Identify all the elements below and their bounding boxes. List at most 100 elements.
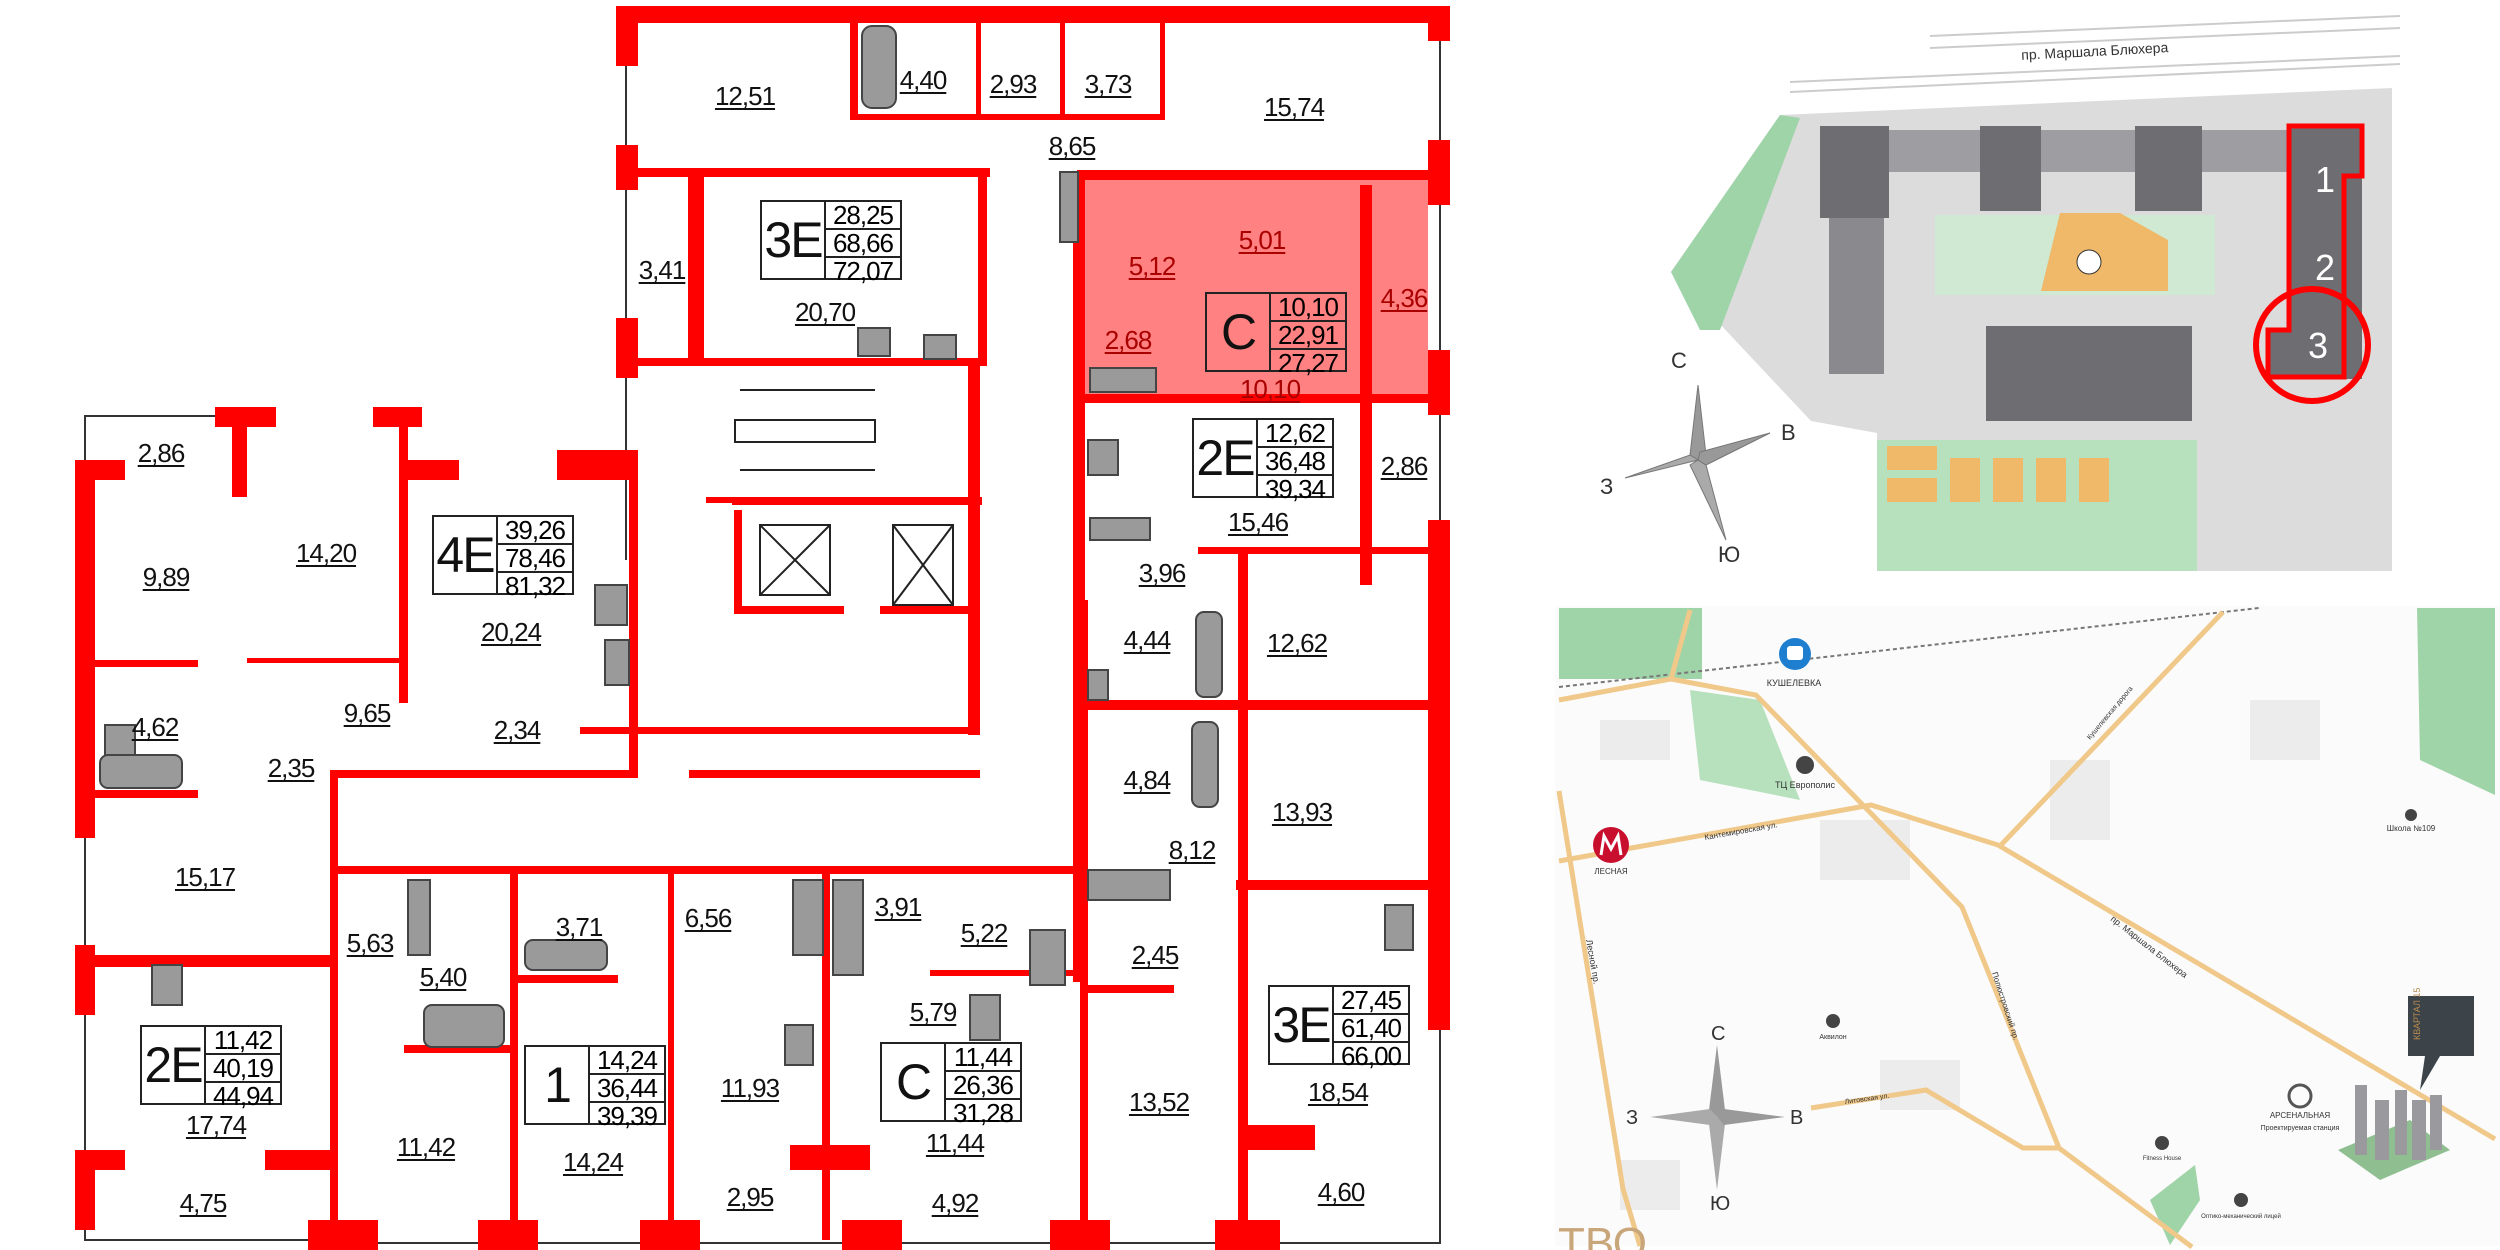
- room-area: 3,71: [555, 912, 604, 942]
- bathtub-icon: [1191, 721, 1219, 808]
- apartment-type: С: [1207, 294, 1271, 370]
- room-area: 2,86: [1380, 451, 1429, 481]
- sports-field: [1950, 458, 1980, 502]
- room-area: 18,54: [1307, 1077, 1369, 1107]
- room-area: 3,73: [1084, 69, 1133, 99]
- wall: [616, 6, 638, 66]
- room-area: 13,93: [1271, 797, 1333, 827]
- wall: [330, 770, 338, 1240]
- tower-3d: [2375, 1100, 2389, 1160]
- room-area: 11,42: [396, 1132, 456, 1162]
- tower-3d: [2355, 1085, 2367, 1155]
- room-area: 20,24: [480, 617, 542, 647]
- room-area: 2,34: [493, 715, 542, 745]
- wardrobe-icon: [792, 879, 824, 956]
- project-logo[interactable]: [2408, 996, 2474, 1056]
- compass-arm: [1689, 459, 1727, 541]
- building-selected[interactable]: [2268, 330, 2298, 379]
- apartment-type: 2Е: [142, 1027, 206, 1103]
- total-area: 22,91: [1271, 322, 1345, 350]
- room-area: 5,63: [346, 928, 395, 958]
- sports-field: [1887, 446, 1937, 470]
- total-area-with-balcony: 81,32: [504, 571, 566, 601]
- street-line: [1789, 63, 2401, 93]
- wall: [75, 460, 125, 480]
- road-polyustrovsky: [1670, 676, 2194, 1250]
- wall: [1428, 6, 1450, 41]
- wall: [850, 23, 858, 120]
- planned-station-label: Проектируемая станция: [2261, 1125, 2340, 1132]
- road-lesnoy: [1556, 790, 1643, 1247]
- wardrobe-icon: [1089, 367, 1157, 393]
- room-area: 4,84: [1123, 765, 1172, 795]
- section-number[interactable]: 3: [2308, 325, 2328, 366]
- room-area: 4,36: [1380, 283, 1429, 313]
- total-area-with-balcony: 72,07: [832, 256, 894, 286]
- wall: [734, 606, 844, 614]
- building-wing: [1829, 218, 1884, 374]
- wall: [1160, 23, 1165, 120]
- compass-arm: [1717, 1109, 1785, 1125]
- school-icon: [2405, 809, 2417, 821]
- city-block: [1620, 1160, 1680, 1210]
- wall: [95, 955, 335, 967]
- wall: [404, 1045, 514, 1053]
- compass-arm: [1624, 454, 1700, 479]
- total-area-with-balcony: 39,39: [596, 1101, 658, 1131]
- building-selected[interactable]: [2289, 126, 2362, 379]
- wall: [930, 970, 1080, 976]
- city-block: [1820, 820, 1910, 880]
- room-area: 11,93: [720, 1073, 780, 1103]
- room-area: 4,62: [131, 712, 180, 742]
- compass-west: З: [1600, 474, 1613, 499]
- walls: [75, 6, 1450, 1250]
- room-area: 2,68: [1104, 325, 1153, 355]
- living-area: 11,42: [206, 1027, 280, 1055]
- shower-icon: [1029, 929, 1066, 986]
- site-compass: С В З Ю: [1600, 348, 1796, 567]
- stove-icon: [1087, 439, 1119, 476]
- wall: [1428, 350, 1450, 415]
- building-block: [1986, 326, 2192, 421]
- poi-icon: [1826, 1014, 1840, 1028]
- wall: [616, 318, 638, 378]
- section-number[interactable]: 2: [2315, 247, 2335, 288]
- metro-icon[interactable]: [1593, 827, 1629, 863]
- wall: [978, 172, 987, 364]
- room-area: 14,20: [295, 538, 357, 568]
- total-area-with-balcony: 31,28: [952, 1098, 1014, 1128]
- stair-landing: [734, 419, 876, 443]
- road: [1558, 609, 1693, 703]
- total-area-with-balcony: 39,34: [1264, 474, 1326, 504]
- total-area: 61,40: [1334, 1015, 1408, 1043]
- wall: [95, 660, 198, 667]
- roads: [1556, 609, 2497, 1250]
- wall: [1240, 1125, 1315, 1150]
- tower-3d: [2430, 1095, 2442, 1150]
- road-litovskaya: [1810, 1087, 2059, 1151]
- logo-pointer: [2420, 1056, 2440, 1090]
- tower-3d: [2412, 1100, 2426, 1160]
- wall: [1215, 1220, 1280, 1250]
- room-area: 5,79: [909, 997, 958, 1027]
- compass-east: В: [1790, 1107, 1803, 1129]
- street-lines: [1789, 15, 2401, 93]
- wall: [1360, 185, 1372, 585]
- park-area: [2417, 608, 2495, 795]
- building-low: [1889, 130, 2289, 172]
- wall: [1077, 170, 1450, 180]
- school-label: Школа №109: [2387, 824, 2436, 833]
- total-area-with-balcony: 44,94: [212, 1081, 274, 1111]
- section-number[interactable]: 1: [2315, 159, 2335, 200]
- apartment-type: 4Е: [434, 517, 498, 593]
- floor-plan-drawing: [75, 6, 1450, 1250]
- wall: [75, 1150, 125, 1170]
